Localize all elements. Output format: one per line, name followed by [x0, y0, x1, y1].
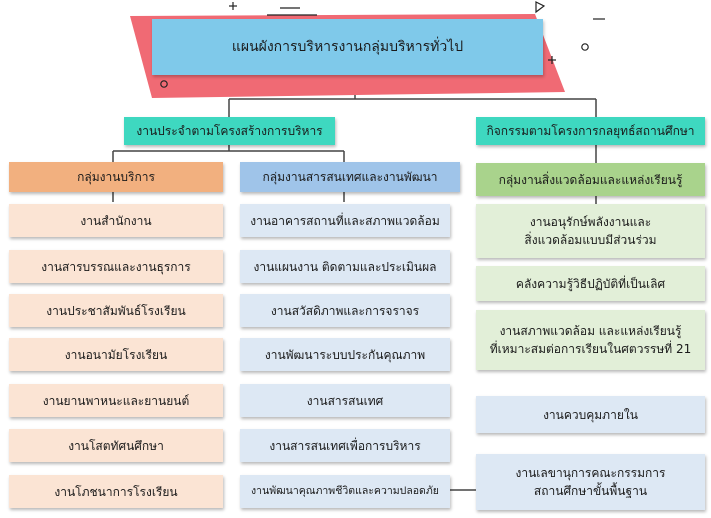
admin-item-3: งานประชาสัมพันธ์โรงเรียน — [9, 294, 223, 327]
info-item-1-label: งานอาคารสถานที่และสภาพแวดล้อม — [250, 213, 440, 228]
admin-item-1-label: งานสำนักงาน — [80, 213, 152, 228]
environment-item-3-label: งานสภาพแวดล้อม และแหล่งเรียนรู้ ที่เหมาะ… — [489, 324, 692, 356]
info-item-5-label: งานสารสนเทศ — [306, 393, 384, 408]
admin-item-7-label: งานโภชนาการโรงเรียน — [54, 484, 178, 499]
admin-item-1: งานสำนักงาน — [9, 204, 223, 237]
admin-item-5-label: งานยานพาหนะและยานยนต์ — [42, 393, 190, 408]
branch-strategy: กิจกรรมตามโครงการกลยุทธ์สถานศึกษา — [476, 117, 705, 145]
other-item-1: งานควบคุมภายใน — [476, 396, 705, 433]
group-header-info-label: กลุ่มงานสารสนเทศและงานพัฒนา — [262, 170, 438, 184]
info-item-4-label: งานพัฒนาระบบประกันคุณภาพ — [264, 347, 426, 362]
title-text: แผนผังการบริหารงานกลุ่มบริหารทั่วไป — [231, 38, 464, 55]
branch-strategy-label: กิจกรรมตามโครงการกลยุทธ์สถานศึกษา — [486, 124, 695, 138]
info-item-2-label: งานแผนงาน ติดตามและประเมินผล — [253, 259, 437, 274]
group-header-environment: กลุ่มงานสิ่งแวดล้อมและแหล่งเรียนรู้ — [476, 163, 705, 196]
group-header-admin: กลุ่มงานบริการ — [9, 162, 223, 192]
group-header-info: กลุ่มงานสารสนเทศและงานพัฒนา — [240, 162, 460, 192]
admin-item-4-label: งานอนามัยโรงเรียน — [64, 347, 168, 362]
branch-structure: งานประจำตามโครงสร้างการบริหาร — [124, 117, 335, 145]
admin-item-3-label: งานประชาสัมพันธ์โรงเรียน — [46, 303, 186, 318]
admin-item-2-label: งานสารบรรณและงานธุรการ — [41, 259, 191, 274]
info-item-1: งานอาคารสถานที่และสภาพแวดล้อม — [240, 204, 450, 237]
title-box: แผนผังการบริหารงานกลุ่มบริหารทั่วไป — [152, 19, 543, 75]
branch-structure-label: งานประจำตามโครงสร้างการบริหาร — [136, 124, 323, 138]
info-item-3-label: งานสวัสดิภาพและการจราจร — [270, 303, 420, 318]
info-item-2: งานแผนงาน ติดตามและประเมินผล — [240, 250, 450, 283]
admin-item-6-label: งานโสตทัศนศึกษา — [68, 438, 164, 453]
other-item-1-label: งานควบคุมภายใน — [543, 407, 638, 422]
info-item-6-label: งานสารสนเทศเพื่อการบริหาร — [269, 438, 421, 453]
info-item-5: งานสารสนเทศ — [240, 384, 450, 417]
group-header-admin-label: กลุ่มงานบริการ — [77, 170, 155, 184]
other-item-2: งานเลขานุการคณะกรรมการ สถานศึกษาขั้นพื้น… — [476, 454, 705, 510]
environment-item-1-label: งานอนุรักษ์พลังงานและ สิ่งแวดล้อมแบบมีส่… — [524, 215, 657, 247]
admin-item-2: งานสารบรรณและงานธุรการ — [9, 250, 223, 283]
environment-item-2: คลังความรู้วิธีปฏิบัติที่เป็นเลิศ — [476, 266, 705, 301]
environment-item-1: งานอนุรักษ์พลังงานและ สิ่งแวดล้อมแบบมีส่… — [476, 204, 705, 258]
info-item-6: งานสารสนเทศเพื่อการบริหาร — [240, 429, 450, 462]
environment-item-3: งานสภาพแวดล้อม และแหล่งเรียนรู้ ที่เหมาะ… — [476, 310, 705, 370]
info-item-7: งานพัฒนาคุณภาพชีวิตและความปลอดภัย — [240, 475, 450, 508]
info-item-7-label: งานพัฒนาคุณภาพชีวิตและความปลอดภัย — [251, 484, 439, 497]
admin-item-4: งานอนามัยโรงเรียน — [9, 338, 223, 371]
environment-item-2-label: คลังความรู้วิธีปฏิบัติที่เป็นเลิศ — [515, 276, 666, 291]
group-header-environment-label: กลุ่มงานสิ่งแวดล้อมและแหล่งเรียนรู้ — [498, 172, 683, 187]
admin-item-6: งานโสตทัศนศึกษา — [9, 429, 223, 462]
other-item-2-label: งานเลขานุการคณะกรรมการ สถานศึกษาขั้นพื้น… — [515, 466, 666, 498]
admin-item-7: งานโภชนาการโรงเรียน — [9, 475, 223, 508]
info-item-4: งานพัฒนาระบบประกันคุณภาพ — [240, 338, 450, 371]
info-item-3: งานสวัสดิภาพและการจราจร — [240, 294, 450, 327]
admin-item-5: งานยานพาหนะและยานยนต์ — [9, 384, 223, 417]
